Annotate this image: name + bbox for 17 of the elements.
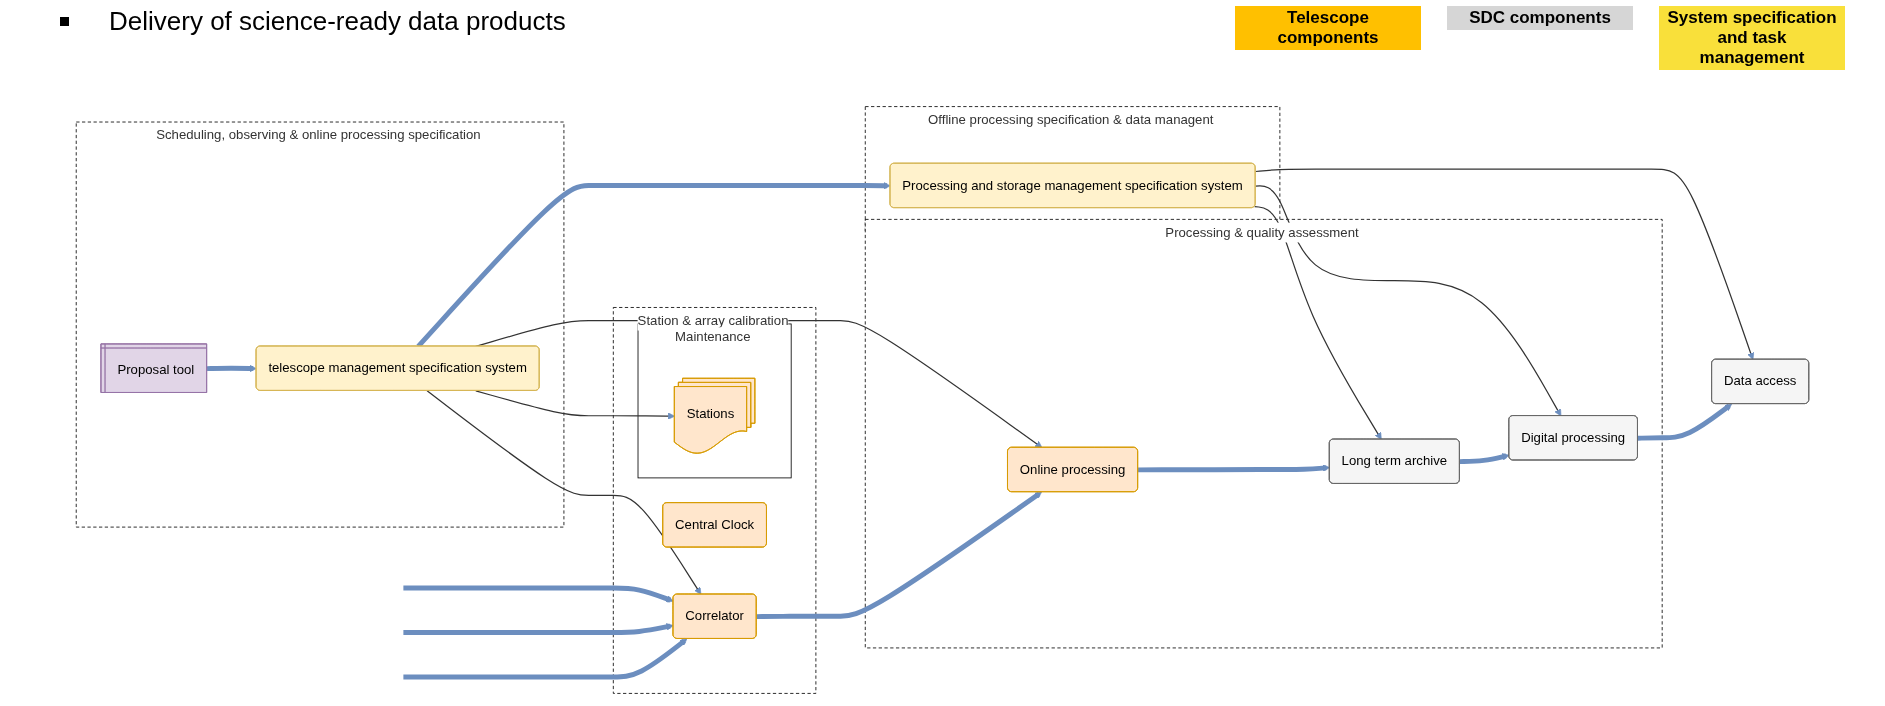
bullet-text: Delivery of science-ready data products bbox=[109, 6, 566, 37]
arrow bbox=[403, 638, 688, 680]
arrow bbox=[1637, 403, 1733, 441]
arrow bbox=[403, 585, 674, 603]
arrow bbox=[207, 364, 257, 373]
arrow bbox=[403, 623, 674, 635]
arrow bbox=[1254, 185, 1562, 417]
arrow bbox=[1459, 453, 1510, 465]
arrow bbox=[475, 390, 676, 420]
arrow bbox=[1254, 205, 1382, 440]
arrow bbox=[1254, 168, 1755, 360]
legend-swatch: Telescope components bbox=[1235, 6, 1421, 50]
legend-swatch: System specification and task management bbox=[1659, 6, 1845, 70]
legend-swatch: SDC components bbox=[1447, 6, 1633, 30]
arrow bbox=[426, 390, 702, 595]
arrow bbox=[756, 491, 1042, 620]
arrow bbox=[1138, 464, 1330, 473]
